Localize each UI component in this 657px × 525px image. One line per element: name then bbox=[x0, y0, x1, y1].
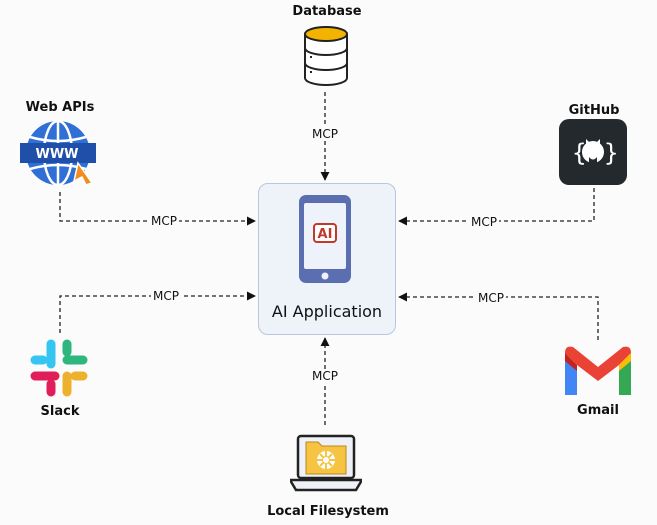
edge-slack bbox=[59, 291, 256, 333]
local-filesystem-label: Local Filesystem bbox=[267, 504, 389, 519]
gmail-label: Gmail bbox=[577, 403, 619, 418]
web-apis-label: Web APIs bbox=[25, 100, 95, 115]
database-label: Database bbox=[292, 4, 362, 19]
svg-text:{: { bbox=[572, 139, 586, 167]
edge-github bbox=[398, 188, 595, 226]
gmail-icon bbox=[565, 346, 631, 395]
edge-gmail bbox=[398, 292, 599, 340]
svg-text:}: } bbox=[604, 139, 618, 167]
github-label: GitHub bbox=[568, 103, 620, 118]
slack-label: Slack bbox=[40, 404, 80, 419]
phone-icon: AI bbox=[299, 195, 351, 283]
globe-www-icon: WWW bbox=[20, 119, 96, 187]
laptop-folder-icon bbox=[290, 434, 362, 492]
ai-badge: AI bbox=[318, 227, 333, 242]
slack-icon bbox=[30, 339, 88, 397]
edge-label-github: MCP bbox=[469, 215, 499, 229]
edge-label-web-apis: MCP bbox=[149, 214, 179, 228]
github-icon: { } bbox=[559, 119, 627, 185]
svg-text:WWW: WWW bbox=[35, 147, 78, 162]
database-icon bbox=[304, 26, 348, 86]
edge-label-slack: MCP bbox=[151, 289, 181, 303]
ai-application-title: AI Application bbox=[271, 302, 383, 321]
edge-web-apis bbox=[59, 192, 256, 226]
edge-label-gmail: MCP bbox=[476, 291, 506, 305]
edge-label-database: MCP bbox=[310, 127, 340, 141]
edge-label-local-filesystem: MCP bbox=[310, 369, 340, 383]
